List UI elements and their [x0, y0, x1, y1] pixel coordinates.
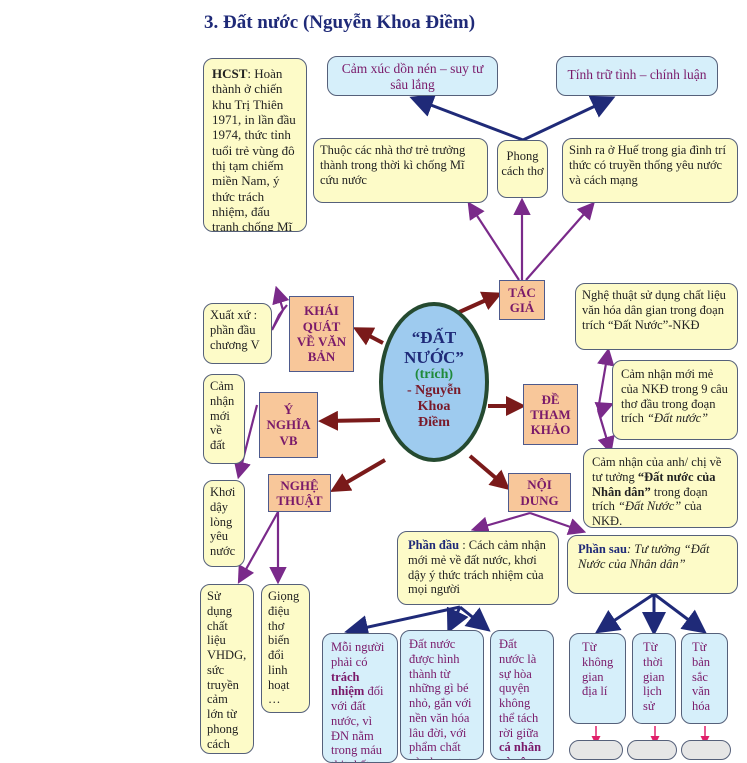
second-part-point-2: Từ thời gian lịch sử: [632, 633, 676, 724]
origin-box: Xuất xứ : phần đầu chương V: [203, 303, 272, 364]
point-3-text: Đất nước là sự hòa quyện không thể tách …: [499, 637, 539, 740]
center-line-5: Khoa: [417, 399, 451, 415]
cut-off-box-1: [569, 740, 623, 760]
author-generation-box: Thuộc các nhà thơ trẻ trưởng thành trong…: [313, 138, 488, 203]
center-line-1: “ĐẤT: [411, 328, 457, 347]
first-part-point-3: Đất nước là sự hòa quyện không thể tách …: [490, 630, 554, 760]
point-1-bold: trách nhiệm: [331, 669, 365, 699]
artistry-detail-2: Giọng điệu thơ biến đổi linh hoạt …: [261, 584, 310, 713]
page-title: 3. Đất nước (Nguyễn Khoa Điềm): [204, 12, 476, 33]
central-topic-ellipse: “ĐẤT NƯỚC” (trích) - Nguyễn Khoa Điềm: [379, 302, 489, 462]
topic-3-text-3: của NKĐ.: [592, 499, 702, 528]
first-part-point-2: Đất nước được hình thành từ những gì bé …: [400, 630, 484, 760]
topic-2-title: “Đất nước”: [647, 411, 709, 426]
style-node-1: Cảm xúc dồn nén – suy tư sâu lắng: [327, 56, 498, 96]
second-part-box: Phần sau: Tư tưởng “Đất Nước của Nhân dâ…: [567, 535, 738, 594]
author-origin-box: Sinh ra ở Huế trong gia đình trí thức có…: [562, 138, 738, 203]
first-part-box: Phần đầu : Cách cảm nhận mới mẻ về đất n…: [397, 531, 559, 605]
second-part-text: : Tư tưởng “Đất Nước của Nhân dân”: [578, 542, 710, 571]
second-part-point-1: Từ không gian địa lí: [569, 633, 626, 724]
connector-arrows: [233, 94, 710, 745]
center-line-6: Điềm: [418, 415, 450, 431]
artistry-detail-1: Sử dụng chất liệu VHDG, sức truyền cảm l…: [200, 584, 254, 754]
cut-off-box-3: [681, 740, 731, 760]
topic-3-theme: “Đất nước của Nhân dân”: [592, 469, 716, 499]
center-line-4: - Nguyễn: [406, 383, 462, 399]
author-node: TÁC GIẢ: [499, 280, 545, 320]
style-node-2: Tính trữ tình – chính luận: [556, 56, 718, 96]
composition-context-box: HCST: Hoàn thành ở chiến khu Trị Thiên 1…: [203, 58, 307, 232]
topic-3-text: Cảm nhận của anh/ chị về tư tưởng: [592, 455, 722, 484]
center-line-2: NƯỚC”: [404, 347, 464, 367]
second-part-label: Phần sau: [578, 542, 627, 556]
topic-3-text-2: trong đoạn trích: [592, 484, 708, 514]
significance-node: Ý NGHĨA VB: [259, 392, 318, 458]
reference-topic-3: Cảm nhận của anh/ chị về tư tưởng “Đất n…: [583, 448, 738, 528]
cut-off-box-2: [627, 740, 677, 760]
second-part-point-3: Từ bản sắc văn hóa: [681, 633, 728, 724]
first-part-text: : Cách cảm nhận mới mẻ về đất nước, khơi…: [408, 538, 546, 597]
first-part-label: Phần đầu: [408, 538, 460, 552]
poetic-style-box: Phong cách thơ: [497, 140, 548, 198]
center-line-3: (trích): [414, 367, 454, 383]
topic-3-title: “Đất Nước”: [618, 499, 682, 514]
overview-node: KHÁI QUÁT VỀ VĂN BẢN: [289, 296, 354, 372]
reference-topic-1: Nghệ thuật sử dụng chất liệu văn hóa dân…: [575, 283, 738, 350]
reference-topic-2: Cảm nhận mới mẻ của NKĐ trong 9 câu thơ …: [612, 360, 738, 440]
hcst-label: HCST: [212, 66, 248, 81]
hcst-text: : Hoàn thành ở chiến khu Trị Thiên 1971,…: [212, 66, 296, 232]
new-perception-box: Cảm nhận mới về đất: [203, 374, 245, 464]
patriotism-box: Khơi dậy lòng yêu nước: [203, 480, 245, 567]
content-node: NỘI DUNG: [508, 473, 571, 512]
artistry-node: NGHỆ THUẬT: [268, 474, 331, 512]
first-part-point-1: Mỗi người phải có trách nhiệm đối với đấ…: [322, 633, 398, 763]
point-1-text: Mỗi người phải có: [331, 640, 385, 669]
topic-2-text: Cảm nhận mới mẻ của NKĐ trong 9 câu thơ …: [621, 367, 728, 426]
point-3-bold: cá nhân và cộng đồng: [499, 740, 542, 759]
reference-topics-node: ĐỀ THAM KHẢO: [523, 384, 578, 445]
